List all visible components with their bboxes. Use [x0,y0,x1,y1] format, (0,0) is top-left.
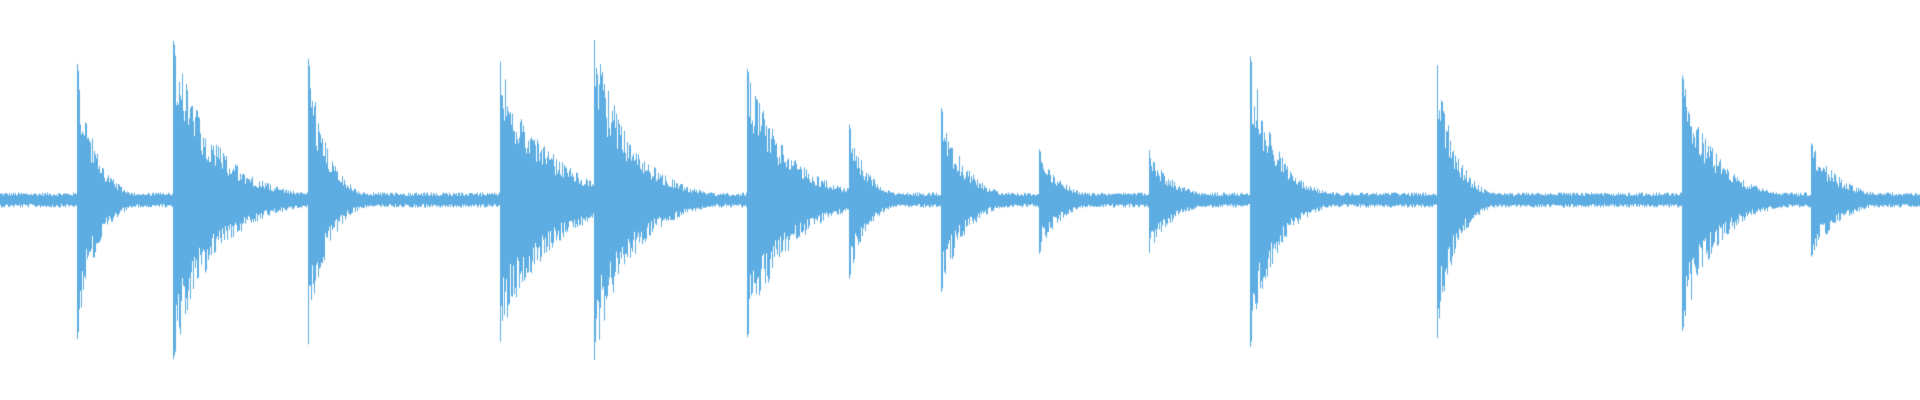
audio-waveform [0,0,1920,400]
waveform-canvas [0,0,1920,400]
